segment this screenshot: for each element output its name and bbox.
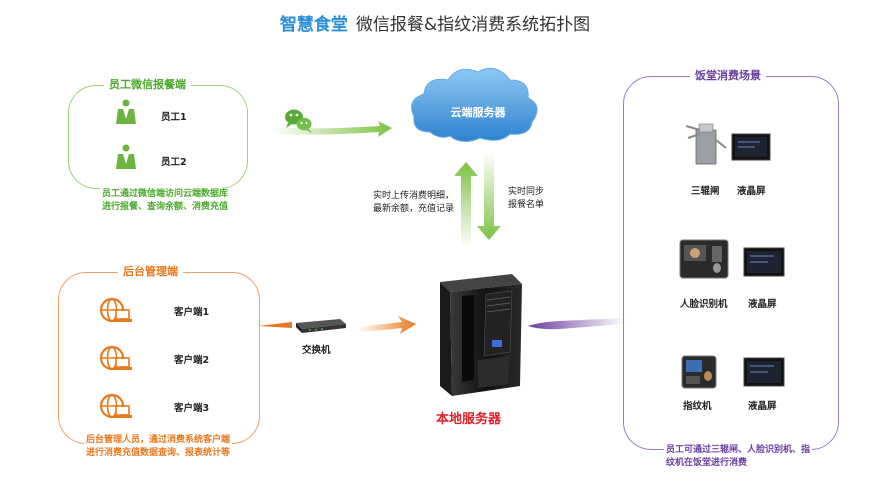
cloud-label: 云端服务器	[450, 106, 506, 119]
upload-note: 实时上传消费明细， 最新余额，充值记录	[362, 190, 454, 216]
turnstile-icon	[685, 123, 727, 165]
canteen-to-server-connector	[528, 318, 625, 330]
title-rest: 微信报餐&指纹消费系统拓扑图	[355, 15, 591, 35]
admin-panel	[58, 272, 260, 444]
employee-panel-title: 员工微信报餐端	[104, 76, 191, 92]
canteen-note-line-2: 纹机在饭堂进行消费	[666, 458, 748, 468]
lcd-screen-2-icon	[743, 247, 785, 277]
wechat-icon	[285, 109, 312, 133]
client-1-icon	[99, 297, 132, 323]
lcd-3-label: 液晶屏	[748, 401, 777, 412]
switch-to-server-arrow	[358, 316, 416, 334]
turnstile-label: 三辊闸	[691, 186, 720, 197]
admin-note-line-1: 后台管理人员，通过消费系统客户端	[86, 435, 231, 445]
admin-note-line-2: 进行消费充值数据查询、报表统计等	[86, 448, 231, 458]
lcd-1-label: 液晶屏	[737, 186, 766, 197]
sync-note: 实时同步 报餐名单	[508, 186, 544, 212]
local-server-label: 本地服务器	[436, 412, 502, 427]
canteen-panel	[623, 76, 839, 450]
employee-panel-note: 员工通过微信端访问云端数据库 进行报餐、查询余额、消费充值	[100, 188, 231, 214]
canteen-panel-note: 员工可通过三辊闸、人脸识别机、指 纹机在饭堂进行消费	[664, 444, 813, 470]
server-tower-icon	[440, 274, 522, 396]
switch-label: 交换机	[302, 345, 331, 356]
canteen-panel-title: 饭堂消费场景	[690, 67, 766, 83]
sync-note-line-2: 报餐名单	[508, 200, 545, 210]
cloud-shape	[411, 67, 538, 142]
client-3-label: 客户端3	[174, 403, 210, 414]
employee-note-line-2: 进行报餐、查询余额、消费充值	[102, 202, 229, 212]
sync-arrow	[477, 152, 501, 240]
canteen-note-line-1: 员工可通过三辊闸、人脸识别机、指	[666, 445, 811, 455]
admin-panel-title: 后台管理端	[118, 263, 183, 279]
lcd-screen-3-icon	[743, 357, 785, 387]
admin-to-switch-connector	[258, 322, 292, 328]
fingerprint-device-label: 指纹机	[683, 401, 712, 412]
client-2-icon	[99, 345, 132, 371]
diagram-title: 智慧食堂微信报餐&指纹消费系统拓扑图	[0, 10, 870, 35]
employee-1-label: 员工1	[161, 112, 187, 123]
fingerprint-device-icon	[681, 355, 717, 389]
face-recognition-icon	[679, 239, 729, 279]
upload-note-line-2: 最新余额，充值记录	[372, 204, 454, 214]
client-2-label: 客户端2	[174, 355, 210, 366]
sync-note-line-1: 实时同步	[508, 187, 545, 197]
wechat-to-cloud-arrow	[272, 121, 392, 137]
employee-1-icon	[116, 99, 136, 124]
face-recognition-label: 人脸识别机	[680, 299, 728, 310]
lcd-2-label: 液晶屏	[748, 299, 777, 310]
employee-panel	[68, 85, 248, 189]
upload-note-line-1: 实时上传消费明细，	[372, 191, 454, 201]
title-brand: 智慧食堂	[279, 15, 348, 35]
switch-icon	[296, 319, 346, 333]
employee-2-label: 员工2	[161, 157, 187, 168]
client-1-label: 客户端1	[174, 307, 210, 318]
lcd-screen-1-icon	[731, 133, 771, 161]
upload-arrow	[454, 162, 478, 248]
employee-2-icon	[116, 144, 136, 169]
employee-note-line-1: 员工通过微信端访问云端数据库	[102, 189, 229, 199]
admin-panel-note: 后台管理人员，通过消费系统客户端 进行消费充值数据查询、报表统计等	[84, 434, 233, 460]
client-3-icon	[99, 393, 132, 419]
